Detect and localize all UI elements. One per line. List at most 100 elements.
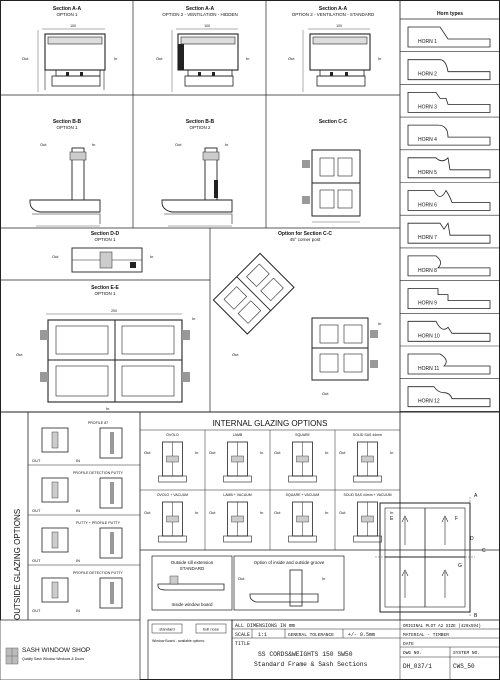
outside-glazing-title: OUTSIDE GLAZING OPTIONS <box>13 509 22 620</box>
sill-subtitle: STANDARD <box>180 566 205 571</box>
section-d-d: Section D-D OPTION 1 Out In <box>0 228 211 412</box>
section-a-a-row: Section A-A OPTION 1 100 Out In Section … <box>0 0 401 412</box>
horn-label: HORN 11 <box>418 366 440 372</box>
outside-glazing-label: PROFILE DETECTION PUTTY <box>73 571 124 575</box>
out-label: OUT <box>32 558 41 563</box>
horn-label: HORN 9 <box>418 301 437 307</box>
section-subtitle: OPTION 2 - VENTILATION - STANDARD <box>292 12 375 17</box>
out-label: Out <box>52 254 59 259</box>
horn-profile <box>407 255 491 277</box>
original-plot: ORIGINAL PLOT A2 SIZE (420x594) <box>403 624 481 629</box>
in-label: In <box>195 510 198 515</box>
glazing-label: LAMB + VACUUM <box>223 493 252 497</box>
sill-label: Inside window board <box>171 602 213 607</box>
horn-2: HORN 2 <box>400 59 500 85</box>
dwg-label: DWG NO. <box>403 650 422 656</box>
sill-extension: Outside sill extension STANDARD Inside w… <box>151 555 233 611</box>
out-label: OUT <box>32 608 41 613</box>
section-subtitle: OPTION 1 <box>56 12 78 17</box>
section-marker-a: A <box>474 493 478 499</box>
groove-title: Option of inside and outside groove <box>254 560 325 565</box>
horn-9: HORN 9 <box>400 288 500 314</box>
out-label: Out <box>339 510 346 515</box>
horn-profile <box>407 222 491 244</box>
out-label: OUT <box>32 508 41 513</box>
in-label: In <box>325 450 328 455</box>
outside-glazing-label: PUTTY + PROFILE PUTTY <box>76 521 121 525</box>
horn-profile <box>407 320 491 342</box>
drawing-title-line-1: SS CORDS&WEIGHTS 150 SW50 <box>258 651 353 658</box>
section-a-a-option-2-hidden: Section A-A OPTION 2 - VENTILATION - HID… <box>156 6 249 92</box>
horn-label: HORN 5 <box>418 170 437 176</box>
in-label: In <box>322 576 325 581</box>
out-label: Out <box>339 450 346 455</box>
horn-label: HORN 7 <box>418 235 437 241</box>
title-block: ALL DIMENSIONS IN mm SCALE 1:1 GENERAL T… <box>231 619 500 680</box>
dwg-number: DH_037/1 <box>403 663 432 670</box>
in-label: In <box>325 510 328 515</box>
section-subtitle: OPTION 2 - VENTILATION - HIDDEN <box>162 12 237 17</box>
horn-label: HORN 3 <box>418 104 437 110</box>
section-b-b-option-2: Section B-B OPTION 2 Out In <box>161 119 233 227</box>
dimensions-note: ALL DIMENSIONS IN mm <box>235 623 295 629</box>
section-title: Section A-A <box>186 6 215 12</box>
section-c-c: Section C-C <box>302 119 361 223</box>
in-label: In <box>378 56 381 61</box>
section-a-a-option-1: Section A-A OPTION 1 100 Out In <box>22 6 117 92</box>
section-title: Section A-A <box>53 6 82 12</box>
horn-profile <box>407 26 491 48</box>
out-label: Out <box>16 352 23 357</box>
section-subtitle: OPTION 2 <box>189 125 211 130</box>
system-number: CWS_50 <box>453 663 475 670</box>
horn-label: HORN 4 <box>418 137 437 143</box>
section-title: Section C-C <box>319 119 348 125</box>
out-label: Out <box>232 352 239 357</box>
logo-tagline: Quality Sash Window Windows & Doors <box>22 657 84 661</box>
horn-profile <box>407 92 491 113</box>
scale-label: SCALE <box>235 632 250 638</box>
dimension-label: 200 <box>111 309 117 313</box>
out-label: Out <box>238 576 245 581</box>
out-label: Out <box>156 56 163 61</box>
in-label: In <box>192 316 195 321</box>
board-bull-nose: bull nose <box>203 627 220 632</box>
horn-label: HORN 2 <box>418 72 437 78</box>
out-label: OUT <box>32 458 41 463</box>
section-marker-d: D <box>470 536 474 542</box>
horn-label: HORN 6 <box>418 203 437 209</box>
horn-profile <box>407 386 491 408</box>
section-title: Section D-D <box>91 231 120 237</box>
groove-option: Option of inside and outside groove Out … <box>233 555 345 611</box>
tolerance-label: GENERAL TOLERANCE <box>288 632 334 638</box>
section-marker-b: B <box>474 613 478 619</box>
scale-value: 1:1 <box>258 632 267 638</box>
in-label: In <box>225 142 228 147</box>
internal-glazing-title: INTERNAL GLAZING OPTIONS <box>213 419 328 428</box>
out-label: Out <box>288 56 295 61</box>
horn-4: HORN 4 <box>400 124 500 151</box>
section-b-b-option-1: Section B-B OPTION 1 Out In <box>29 119 101 227</box>
outside-glazing-option: PUTTY + PROFILE PUTTY OUT IN <box>28 514 140 563</box>
glazing-label: OVOLO + VACUUM <box>157 493 188 497</box>
horn-profile <box>407 288 491 309</box>
horn-6: HORN 6 <box>400 189 500 216</box>
outside-glazing-label: PROFILE DETECTION PUTTY <box>73 471 124 475</box>
section-title: Section A-A <box>319 6 348 12</box>
in-label: IN <box>76 558 80 563</box>
in-label: In <box>260 450 263 455</box>
board-note: Window Board - available options: <box>152 639 205 643</box>
section-marker-f: F <box>455 516 458 522</box>
section-title: Section E-E <box>91 285 119 291</box>
section-b-c-row: Section B-B OPTION 1 Out In Section B-B … <box>0 95 400 229</box>
company-logo: SASH WINDOW SHOP Quality Sash Window Win… <box>0 619 141 680</box>
in-label: In <box>106 406 109 411</box>
out-label: Out <box>322 391 329 396</box>
glazing-label: OVOLO <box>166 433 179 437</box>
dimension-label: 100 <box>336 24 342 28</box>
